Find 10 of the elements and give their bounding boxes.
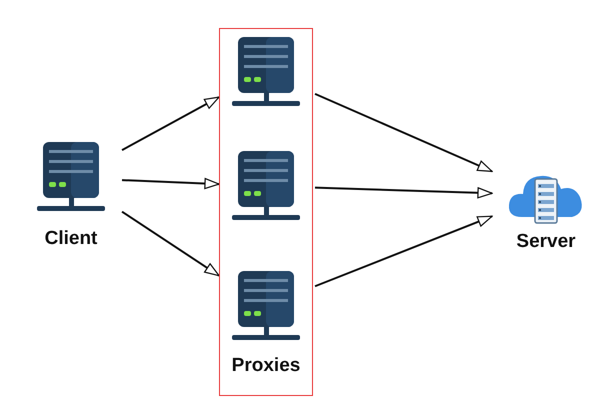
node-label: Server	[515, 231, 577, 253]
arrow	[121, 210, 220, 276]
group-box	[219, 28, 313, 396]
arrow	[122, 178, 220, 190]
node-label: Client	[44, 228, 98, 250]
node-label: Proxies	[230, 355, 302, 377]
arrow	[314, 186, 493, 198]
arrow	[314, 92, 493, 172]
arrow	[122, 96, 220, 152]
arrow	[314, 215, 493, 288]
